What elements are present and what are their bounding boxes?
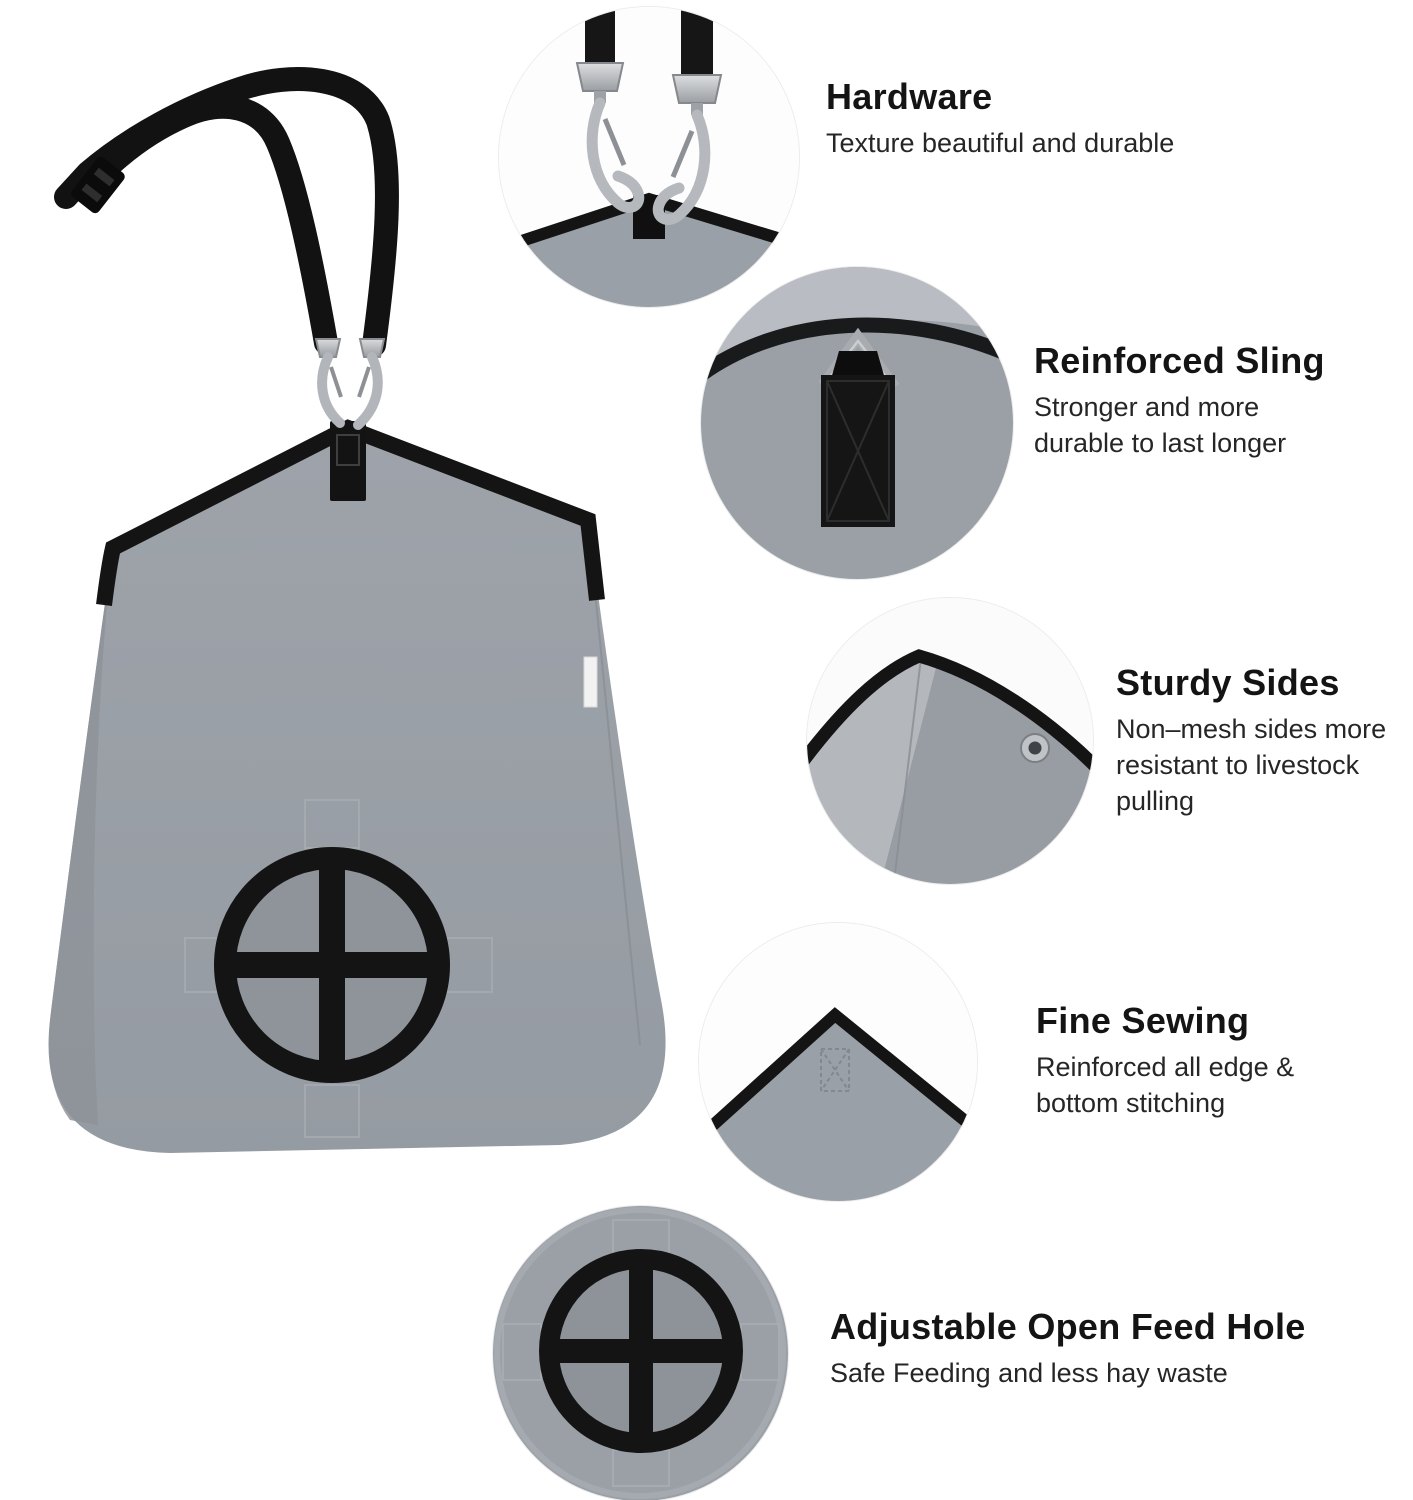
snap-hook-left xyxy=(586,91,645,213)
callout-text-feed-hole: Adjustable Open Feed Hole Safe Feeding a… xyxy=(830,1306,1306,1392)
feed-hole-title: Adjustable Open Feed Hole xyxy=(830,1306,1306,1347)
callout-circle-hardware xyxy=(498,6,800,308)
sling-strap xyxy=(821,351,895,527)
hanging-straps xyxy=(54,67,399,357)
fine-sewing-desc: Reinforced all edge & bottom stitching xyxy=(1036,1052,1295,1119)
callout-text-reinforced-sling: Reinforced Sling Stronger and more durab… xyxy=(1034,340,1325,462)
callout-circle-reinforced-sling xyxy=(700,266,1014,580)
bag-left-gusset xyxy=(48,548,113,1125)
feed-hole-detail xyxy=(539,1249,743,1453)
callout-circle-sturdy-sides xyxy=(806,597,1094,885)
snap-hooks xyxy=(314,338,386,430)
callout-circle-fine-sewing xyxy=(698,922,978,1202)
sides-detail-photo xyxy=(807,598,1093,884)
bag-body xyxy=(48,419,666,1153)
peak-trim xyxy=(699,1007,977,1146)
hay-bag-product-image xyxy=(48,67,666,1153)
hardware-desc: Texture beautiful and durable xyxy=(826,128,1175,159)
hardware-detail-photo xyxy=(499,7,799,307)
snap-hook-right xyxy=(652,103,711,225)
callout-circle-feed-hole xyxy=(492,1205,789,1500)
strap-adjuster-buckle xyxy=(71,156,125,214)
fine-sewing-title: Fine Sewing xyxy=(1036,1000,1250,1041)
sturdy-sides-title: Sturdy Sides xyxy=(1116,662,1340,703)
feed-hole xyxy=(184,799,493,1138)
feed-hole-desc: Safe Feeding and less hay waste xyxy=(830,1358,1228,1389)
stitch-box xyxy=(820,1048,850,1092)
edge-trim xyxy=(807,649,1093,774)
callout-text-fine-sewing: Fine Sewing Reinforced all edge & bottom… xyxy=(1036,1000,1331,1122)
reinforced-sling-title: Reinforced Sling xyxy=(1034,340,1325,381)
peak-tab xyxy=(330,421,366,501)
callout-text-hardware: Hardware Texture beautiful and durable xyxy=(826,76,1174,162)
sling-detail-photo xyxy=(701,267,1013,579)
bag-top-trim xyxy=(96,419,605,606)
callout-text-sturdy-sides: Sturdy Sides Non–mesh sides more resista… xyxy=(1116,662,1406,819)
hardware-title: Hardware xyxy=(826,76,993,117)
sewing-detail-photo xyxy=(699,923,977,1201)
sturdy-sides-desc: Non–mesh sides more resistant to livesto… xyxy=(1116,714,1387,816)
feed-hole-detail-photo xyxy=(493,1206,788,1500)
brand-tag xyxy=(583,656,598,708)
grommet xyxy=(1020,733,1050,763)
reinforced-sling-desc: Stronger and more durable to last longer xyxy=(1034,392,1287,459)
